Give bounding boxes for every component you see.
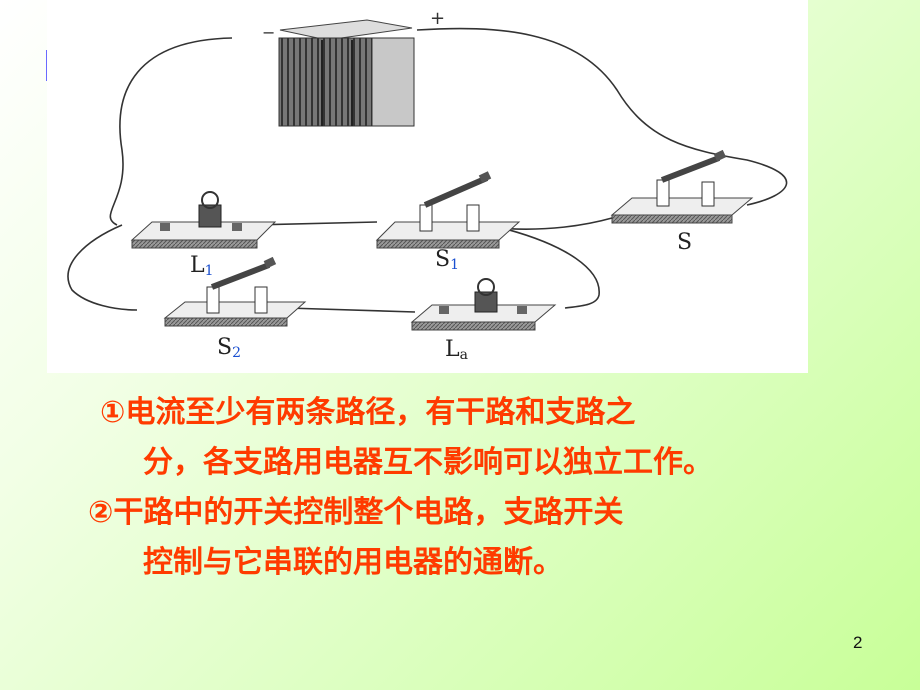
circled-number-1: ① [100,395,126,430]
circuit-figure: − + [47,0,808,373]
switch-S1-icon [375,171,521,249]
battery-icon: − + [262,8,445,127]
label-L1: L1 [190,253,214,279]
wires [67,27,788,313]
switch-S-icon [610,149,754,224]
circled-number-2: ② [88,495,114,530]
point-2-line-2: 控制与它串联的用电器的通断。 [143,545,563,580]
switch-S2-icon [163,256,307,327]
label-S1: S1 [435,247,459,273]
explanation-text: ①电流至少有两条路径，有干路和支路之 分，各支路用电器互不影响可以独立工作。 ②… [88,388,713,588]
lamp-L2-icon [410,278,557,331]
page-number: 2 [853,633,863,652]
svg-text:+: + [430,8,445,29]
lamp-L1-icon [130,191,277,249]
label-S: S [677,230,693,255]
point-1-line-1: ①电流至少有两条路径，有干路和支路之 [100,395,636,430]
point-2-line-1: ②干路中的开关控制整个电路，支路开关 [88,495,624,530]
svg-text:−: − [262,23,275,42]
point-1-line-2: 分，各支路用电器互不影响可以独立工作。 [143,445,713,480]
label-S2: S2 [217,335,241,361]
circuit-drawing: − + [67,8,788,331]
label-L2: La [445,337,468,363]
